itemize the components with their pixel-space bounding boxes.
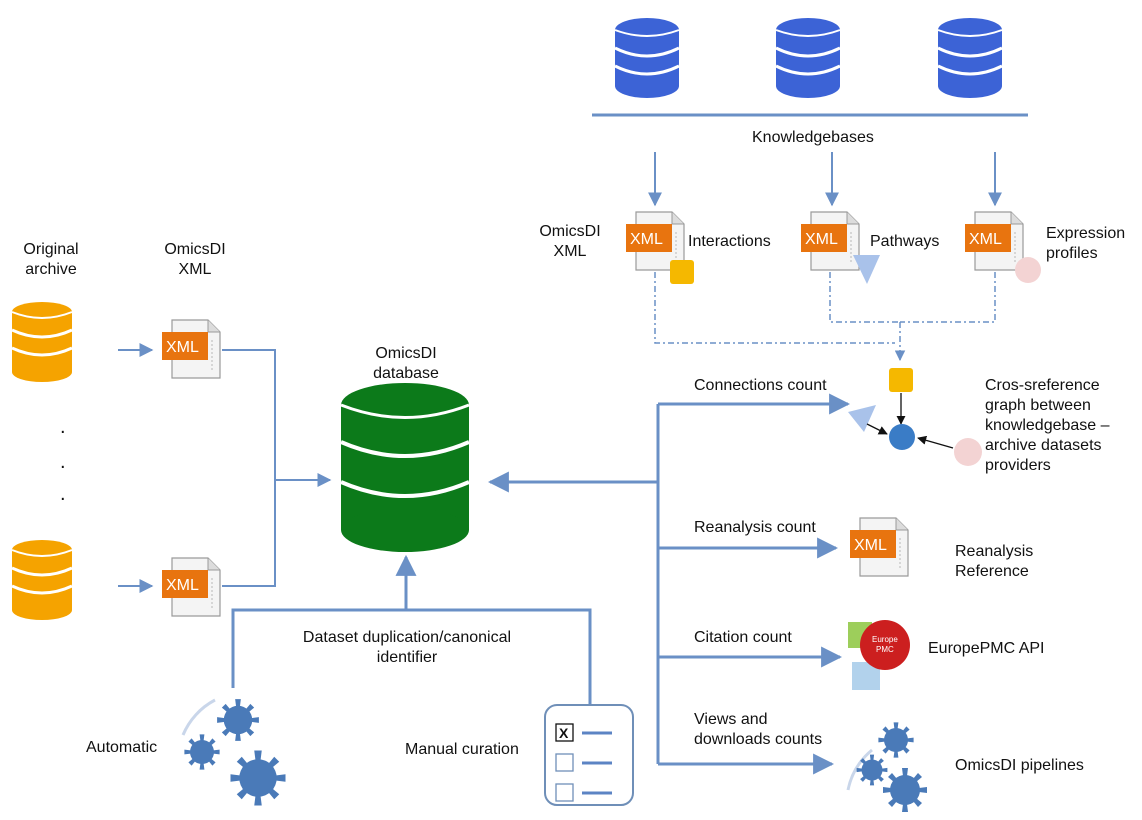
archive-database-1 [10, 300, 74, 384]
svg-text:XML: XML [166, 577, 199, 594]
interaction-square-icon [670, 260, 694, 284]
kb-dashed-link-3 [900, 272, 996, 323]
archive-xml-header: OmicsDI XML [164, 241, 226, 278]
ellipsis-dot-1: . [60, 416, 66, 438]
svg-text:Europe: Europe [872, 635, 898, 644]
citation-count-label: Citation count [694, 629, 792, 646]
europepmc-api-label: EuropePMC API [928, 640, 1045, 657]
kb-label-expression: Expression profiles [1046, 225, 1126, 262]
archive-xml-icon-1: XML [161, 319, 221, 379]
views-downloads-label: Views and downloads counts [694, 711, 823, 748]
graph-blob-node [954, 438, 982, 466]
archive-database-2 [10, 538, 74, 622]
connections-count-label: Connections count [694, 377, 827, 394]
curation-link [231, 608, 592, 705]
svg-text:XML: XML [805, 231, 838, 248]
graph-square-node [889, 368, 913, 392]
graph-edge-right [917, 435, 954, 449]
omicsdi-pipelines-label: OmicsDI pipelines [955, 757, 1084, 774]
pipelines-gears-icon [846, 722, 927, 812]
svg-text:X: X [559, 725, 569, 741]
europepmc-logo-icon: Europe PMC [848, 620, 910, 690]
archive-link-top [222, 349, 276, 480]
kb-xml-label: OmicsDI XML [539, 223, 601, 260]
expression-blob-icon [1015, 257, 1041, 283]
ellipsis-dot-2: . [60, 451, 66, 473]
svg-text:XML: XML [166, 339, 199, 356]
kb-xml-icon-pathways: XML [800, 211, 860, 271]
graph-center-node [889, 424, 915, 450]
graph-edge-left [866, 423, 888, 435]
kb-dashed-link-2 [829, 272, 900, 323]
omicsdi-database [340, 383, 470, 552]
kb-label-interactions: Interactions [688, 233, 771, 250]
automatic-label: Automatic [86, 739, 158, 756]
automatic-gears-icon [181, 698, 286, 806]
knowledgebases-label: Knowledgebases [752, 129, 874, 146]
svg-text:XML: XML [630, 231, 663, 248]
cross-reference-graph-label: Cros-sreference graph between knowledgeb… [985, 377, 1110, 474]
kb-database-3 [936, 16, 1004, 100]
manual-curation-checklist-icon: X [544, 704, 634, 806]
svg-text:XML: XML [854, 537, 887, 554]
kb-xml-icon-expression: XML [964, 211, 1024, 271]
manual-curation-label: Manual curation [405, 741, 519, 758]
kb-label-pathways: Pathways [870, 233, 940, 250]
ellipsis-dot-3: . [60, 483, 66, 505]
svg-text:PMC: PMC [876, 645, 894, 654]
archive-xml-icon-2: XML [161, 557, 221, 617]
kb-database-1 [613, 16, 681, 100]
reanalysis-reference-label: Reanalysis Reference [955, 543, 1034, 580]
graph-triangle-node [848, 405, 876, 432]
omicsdi-database-label: OmicsDI database [373, 345, 439, 382]
curation-label: Dataset duplication/canonical identifier [302, 629, 512, 666]
pathway-triangle-icon [853, 255, 880, 284]
svg-text:XML: XML [969, 231, 1002, 248]
kb-database-2 [774, 16, 842, 100]
original-archive-header: Original archive [23, 241, 79, 278]
kb-xml-icon-interactions: XML [625, 211, 685, 271]
archive-link-bottom [222, 480, 276, 587]
kb-dashed-link-1 [654, 272, 895, 344]
reanalysis-xml-icon: XML [849, 517, 909, 577]
reanalysis-count-label: Reanalysis count [694, 519, 816, 536]
